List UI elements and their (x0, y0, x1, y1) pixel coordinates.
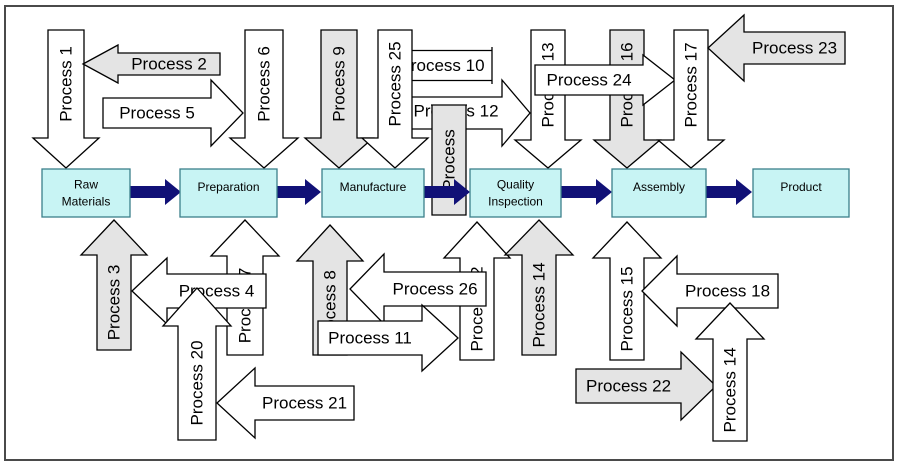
process-arrow-shape (575, 350, 717, 422)
process-arrow-18: Process 18 (641, 254, 779, 328)
process-arrow-10: Process 10 (391, 47, 493, 84)
process-arrow-24: Process 24 (534, 53, 677, 107)
process-arrow-26: Process 26 (349, 252, 487, 326)
process-arrow-5: Process 5 (102, 78, 244, 148)
process-arrow-label: Process 14 (721, 347, 740, 432)
process-arrow-22: Process 22 (575, 350, 717, 422)
main-flow-arrows (130, 179, 752, 205)
process-arrow-shape (216, 366, 355, 440)
stage-box (752, 168, 850, 218)
process-arrow-shape (694, 302, 766, 442)
stage-product: Product (752, 168, 850, 218)
process-arrow-shape (534, 53, 677, 107)
process-arrow-label: Process 1 (57, 46, 76, 122)
stage-box (469, 168, 562, 218)
process-arrow-label: Process (440, 129, 459, 190)
process-arrow-14a: Process 14 (503, 219, 575, 356)
process-arrow-1: Process 1 (31, 29, 101, 169)
process-arrow-label: Process 21 (262, 394, 347, 413)
process-arrow-15: Process 15 (591, 221, 663, 361)
process-arrow-shape (503, 219, 575, 356)
flow-arrow (706, 179, 752, 205)
stage-assembly: Assembly (611, 168, 707, 218)
process-arrow-2: Process 2 (81, 43, 221, 85)
process-arrow-17: Process 17 (656, 29, 726, 169)
stage-label: Inspection (488, 195, 543, 209)
process-arrow-6: Process 6 (228, 29, 300, 169)
process-arrow-label: Process 3 (105, 265, 124, 341)
process-arrow-25: Process 25 (360, 29, 430, 169)
process-arrow-label: Process 26 (392, 280, 477, 299)
process-arrow-label: Process 11 (328, 329, 412, 348)
process-arrow-label: Process 6 (255, 46, 274, 122)
process-arrow-11: Process 11 (317, 303, 459, 373)
process-arrow-3: Process 3 (79, 219, 149, 351)
flow-arrow (130, 179, 181, 205)
process-arrow-20: Process 20 (161, 287, 233, 441)
process-arrow-shape (79, 219, 149, 351)
stage-label: Quality (497, 178, 534, 192)
process-arrow-shape (641, 254, 779, 328)
process-arrow-label: Process 2 (131, 55, 207, 74)
process-arrow-label: Process 25 (386, 41, 405, 126)
stage-box (179, 168, 278, 218)
process-arrow-shape (161, 287, 233, 441)
flow-arrow (424, 179, 470, 205)
stage-label: Raw (74, 178, 98, 192)
process-arrow-shape (317, 303, 459, 373)
process-arrow-23: Process 23 (707, 13, 846, 83)
stage-box (611, 168, 707, 218)
process-arrow-shape (707, 13, 846, 83)
stage-manufacture: Manufacture (321, 168, 425, 218)
process-arrow-label: Process 9 (330, 46, 349, 122)
stage-label: Preparation (197, 180, 259, 194)
process-arrow-shape (31, 29, 101, 169)
process-arrow-label: Process 22 (586, 377, 671, 396)
process-arrow-shape (409, 78, 531, 148)
process-arrow-label: Process 14 (530, 262, 549, 347)
process-arrow-label: Process 17 (682, 42, 701, 127)
stage-preparation: Preparation (179, 168, 278, 218)
stage-label: Product (780, 180, 822, 194)
process-arrow-shape (102, 78, 244, 148)
process-arrow-14b: Process 14 (694, 302, 766, 442)
stage-box (321, 168, 425, 218)
process-arrow-shape (228, 29, 300, 169)
process-arrow-label: Process 24 (546, 71, 631, 90)
flow-arrow (561, 179, 612, 205)
process-arrow-label: Process 18 (685, 282, 770, 301)
process-arrow-label: Process 5 (119, 104, 195, 123)
stage-label: Materials (62, 195, 111, 209)
stage-label: Assembly (633, 180, 685, 194)
process-arrow-label: Process 23 (752, 39, 837, 58)
stage-box (41, 168, 131, 218)
process-arrow-shape (303, 29, 375, 169)
process-arrow-label: Process 10 (399, 56, 484, 75)
process-arrow-9: Process 9 (303, 29, 375, 169)
flow-arrow (277, 179, 321, 205)
process-arrow-shape (81, 43, 221, 85)
process-arrow-label: Process 15 (618, 266, 637, 351)
process-arrow-shape (591, 221, 663, 361)
process-arrow-21: Process 21 (216, 366, 355, 440)
process-arrow-label: Process 20 (188, 340, 207, 425)
stage-label: Manufacture (340, 180, 407, 194)
process-arrow-shape (360, 29, 430, 169)
